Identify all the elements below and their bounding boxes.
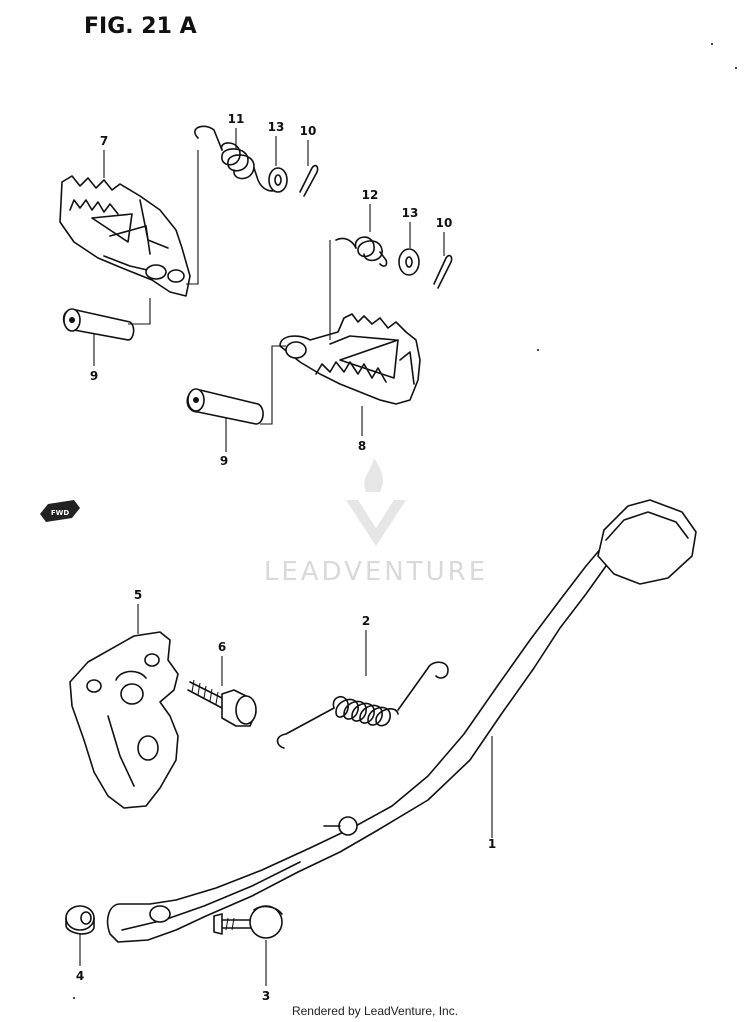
bolt-6 — [187, 679, 257, 727]
callout-9-left: 9 — [90, 369, 98, 383]
scan-specks — [73, 43, 737, 999]
leader-lines — [79, 128, 493, 986]
callout-1: 1 — [488, 837, 496, 851]
pin-9-right — [186, 388, 264, 425]
footpeg-7 — [59, 175, 191, 297]
footer-credit: Rendered by LeadVenture, Inc. — [291, 1004, 459, 1018]
forward-arrow-icon: FWD — [40, 500, 80, 522]
bolt-3 — [213, 905, 283, 939]
bracket-5 — [69, 631, 179, 809]
callout-3: 3 — [262, 989, 270, 1003]
callout-10-upper: 10 — [300, 124, 317, 138]
collar-4 — [65, 905, 95, 935]
spring-12 — [335, 236, 388, 267]
callout-9-right: 9 — [220, 454, 228, 468]
spring-2 — [276, 661, 449, 749]
washer-13-upper — [268, 167, 288, 193]
callout-6: 6 — [218, 640, 226, 654]
callout-13-lower: 13 — [402, 206, 419, 220]
callout-4: 4 — [76, 969, 84, 983]
watermark-logo-icon — [346, 458, 406, 546]
washer-13-lower — [398, 248, 420, 276]
callout-7: 7 — [100, 134, 108, 148]
pin-9-left — [62, 308, 135, 341]
callout-5: 5 — [134, 588, 142, 602]
direction-tag-label: FWD — [51, 509, 70, 517]
callout-8: 8 — [358, 439, 366, 453]
callout-12: 12 — [362, 188, 379, 202]
callout-13-upper: 13 — [268, 120, 285, 134]
callout-10-lower: 10 — [436, 216, 453, 230]
watermark: LEADVENTURE — [264, 458, 488, 587]
callout-11: 11 — [228, 112, 245, 126]
cotter-pin-10-upper — [299, 164, 319, 197]
cotter-pin-10-lower — [433, 254, 453, 289]
callout-numbers: 7 11 13 10 12 13 10 9 9 8 5 6 2 1 4 3 — [76, 112, 496, 1003]
footpeg-8 — [279, 313, 421, 405]
callout-2: 2 — [362, 614, 370, 628]
side-stand-1 — [106, 499, 697, 943]
watermark-text: LEADVENTURE — [264, 557, 488, 587]
figure-title: FIG. 21 A — [84, 14, 197, 39]
